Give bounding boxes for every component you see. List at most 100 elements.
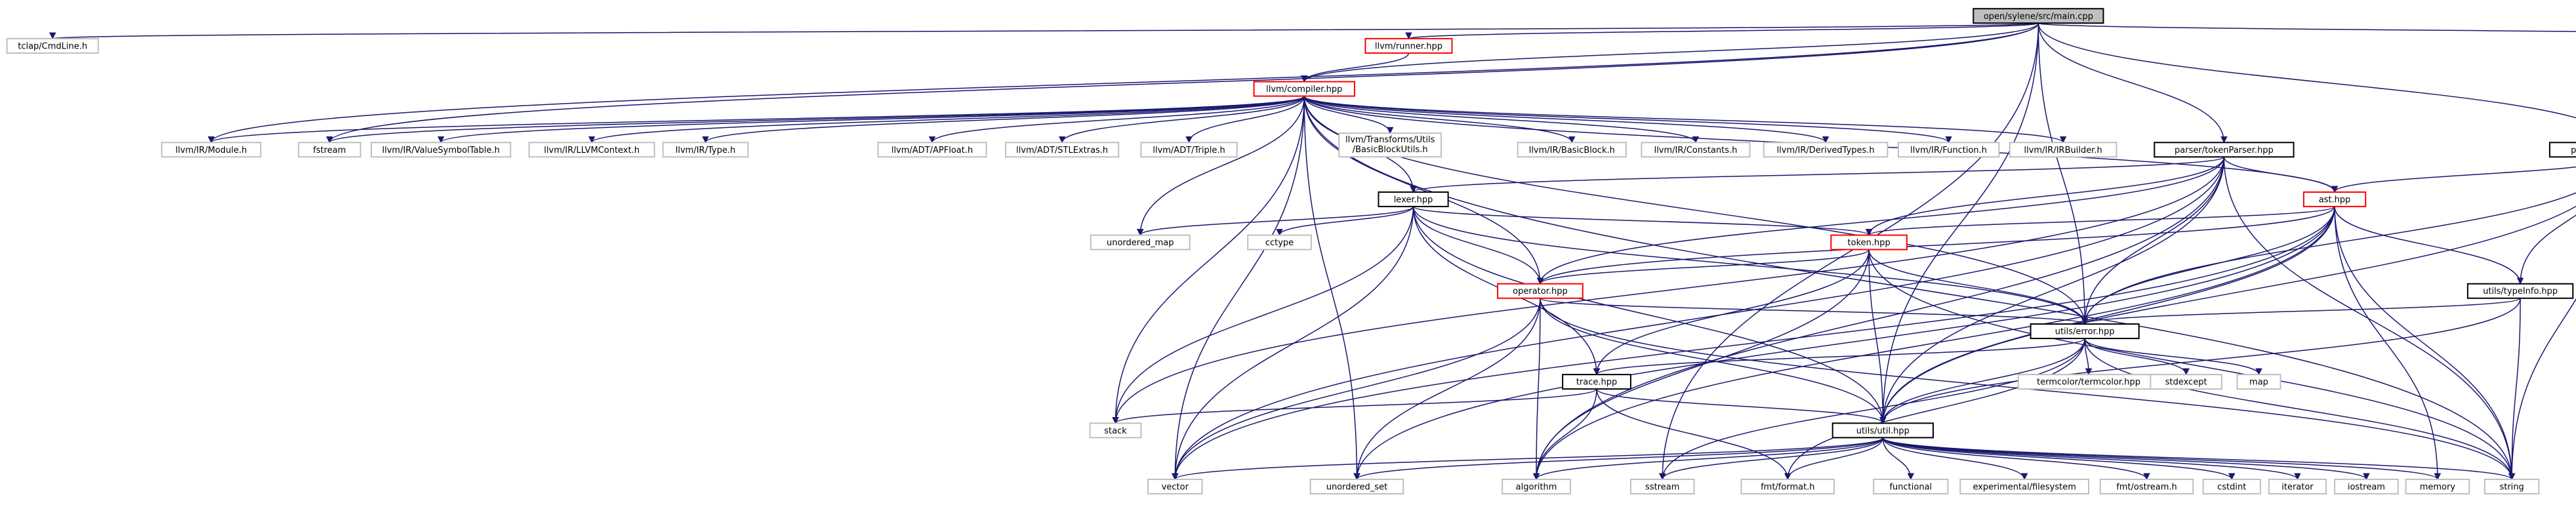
edge-compiler-to-bb <box>1303 96 1576 144</box>
node-label: trace.hpp <box>1576 378 1617 388</box>
edge-tparser-to-token <box>1865 157 2225 236</box>
node-ast[interactable]: ast.hpp <box>2302 191 2367 207</box>
node-label: sstream <box>1645 482 1679 492</box>
node-vst: llvm/IR/ValueSymbolTable.h <box>371 142 512 158</box>
node-constants: llvm/IR/Constants.h <box>1641 142 1751 158</box>
node-box <box>1378 191 1449 207</box>
edge-compiler-to-function <box>1303 95 1952 144</box>
edge-compiler-to-stack <box>1112 96 1305 424</box>
node-layer: open/sylene/src/main.cpp tclap/CmdLine.h l… <box>6 8 2576 494</box>
edge-error-to-fmtformat <box>1784 338 2085 480</box>
node-box <box>1641 142 1751 158</box>
node-box <box>2484 478 2540 494</box>
node-label: llvm/IR/IRBuilder.h <box>2024 146 2102 155</box>
node-label: algorithm <box>1516 482 1557 492</box>
edge-ast-to-memory <box>2334 206 2442 480</box>
node-module: llvm/IR/Module.h <box>161 142 262 158</box>
node-box <box>528 142 655 158</box>
node-label: open/sylene/src/main.cpp <box>1984 12 2093 22</box>
node-operator[interactable]: operator.hpp <box>1497 283 1584 299</box>
node-box <box>1763 142 1889 158</box>
edge-compiler-to-vector <box>1172 96 1305 480</box>
edge-main-to-sstream <box>1659 23 2039 480</box>
edge-ast-to-error <box>2081 206 2335 325</box>
node-box <box>2334 478 2399 494</box>
node-label: stdexcept <box>2165 378 2207 388</box>
node-error[interactable]: utils/error.hpp <box>2030 323 2140 340</box>
node-label: unordered_set <box>1326 482 1387 492</box>
node-label: fmt/ostream.h <box>2116 482 2177 492</box>
node-box <box>1873 478 1949 494</box>
edge-error-to-util <box>1879 338 2085 424</box>
node-label: token.hpp <box>1848 238 1891 248</box>
node-lexer[interactable]: lexer.hpp <box>1378 191 1449 207</box>
node-vector: vector <box>1147 478 1203 494</box>
node-compiler[interactable]: llvm/compiler.hpp <box>1253 81 1355 97</box>
edge-main-to-chrono <box>2037 22 2576 32</box>
node-box <box>2466 283 2574 299</box>
node-type: llvm/IR/Type.h <box>662 142 749 158</box>
node-box <box>1517 142 1627 158</box>
node-main[interactable]: open/sylene/src/main.cpp <box>1973 8 2104 24</box>
edge-token-to-string <box>1868 249 2516 480</box>
edge-util-to-vector <box>1172 437 1884 480</box>
node-tparser[interactable]: parser/tokenParser.hpp <box>2154 142 2295 158</box>
node-stack: stack <box>1089 422 1142 439</box>
node-label: parser/tokenParser.hpp <box>2175 146 2274 155</box>
node-stdexcept: stdexcept <box>2150 374 2222 390</box>
node-box <box>2302 191 2367 207</box>
edge-util-to-sstream <box>1659 437 1884 480</box>
edge-token-to-util <box>1868 249 1887 424</box>
node-label: cctype <box>1265 238 1294 248</box>
edge-ast-to-operator <box>1536 206 2335 285</box>
node-box <box>1247 234 1312 251</box>
node-label: llvm/IR/Function.h <box>1910 146 1987 155</box>
edge-util-to-functional <box>1882 437 1915 480</box>
node-box <box>1364 37 1453 54</box>
edge-compiler-to-dtypes <box>1303 96 1830 144</box>
edge-operator-to-error <box>1540 298 2089 325</box>
edge-lexer-to-util <box>1412 206 1887 424</box>
edge-operator-to-vector <box>1172 298 1541 480</box>
edge-main-to-module <box>207 23 2039 144</box>
node-typeinfo[interactable]: utils/typeInfo.hpp <box>2466 283 2574 299</box>
node-irbuilder: llvm/IR/IRBuilder.h <box>2009 142 2117 158</box>
node-runner[interactable]: llvm/runner.hpp <box>1364 37 1453 54</box>
edge-tparser-to-operator <box>1536 157 2225 285</box>
edge-xparser-to-util <box>1879 205 2576 424</box>
node-box <box>6 37 99 54</box>
edge-tparser-to-stack <box>1112 157 2225 424</box>
edge-main-to-tparser <box>2037 23 2228 144</box>
node-fstream: fstream <box>298 142 361 158</box>
edge-ast-to-token <box>1866 206 2335 236</box>
node-util[interactable]: utils/util.hpp <box>1831 422 1934 439</box>
node-box <box>1253 81 1355 97</box>
edge-token-to-algorithm <box>1532 249 1870 480</box>
node-label: llvm/compiler.hpp <box>1266 85 1342 94</box>
edge-compiler-to-module <box>208 95 1305 144</box>
node-token[interactable]: token.hpp <box>1830 234 1908 251</box>
edge-typeinfo-to-util <box>1879 298 2521 424</box>
node-xparser[interactable]: parser/xmlParser.hpp <box>2548 142 2576 158</box>
edge-xparser-to-ast <box>2331 166 2576 193</box>
node-box <box>1140 142 1238 158</box>
node-label: string <box>2499 482 2524 492</box>
node-box <box>2009 142 2117 158</box>
edge-token-to-trace <box>1593 249 1870 376</box>
edge-operator-to-util <box>1540 298 1887 424</box>
node-iostream: iostream <box>2334 478 2399 494</box>
node-box <box>1005 142 1120 158</box>
edge-typeinfo-to-error <box>2081 298 2521 325</box>
node-label: llvm/IR/BasicBlock.h <box>1529 146 1615 155</box>
node-trace[interactable]: trace.hpp <box>1562 374 1631 390</box>
node-label: map <box>2249 378 2268 388</box>
node-label: llvm/IR/LLVMContext.h <box>544 146 640 155</box>
node-apfloat: llvm/ADT/APFloat.h <box>877 142 987 158</box>
edge-util-to-memory <box>1882 437 2441 480</box>
node-label: tclap/CmdLine.h <box>18 41 87 51</box>
edge-compiler-to-bbutils <box>1303 96 1394 134</box>
edge-compiler-to-string <box>1303 96 2516 480</box>
edge-operator-to-uset <box>1353 298 1541 480</box>
node-label: ast.hpp <box>2319 195 2351 205</box>
